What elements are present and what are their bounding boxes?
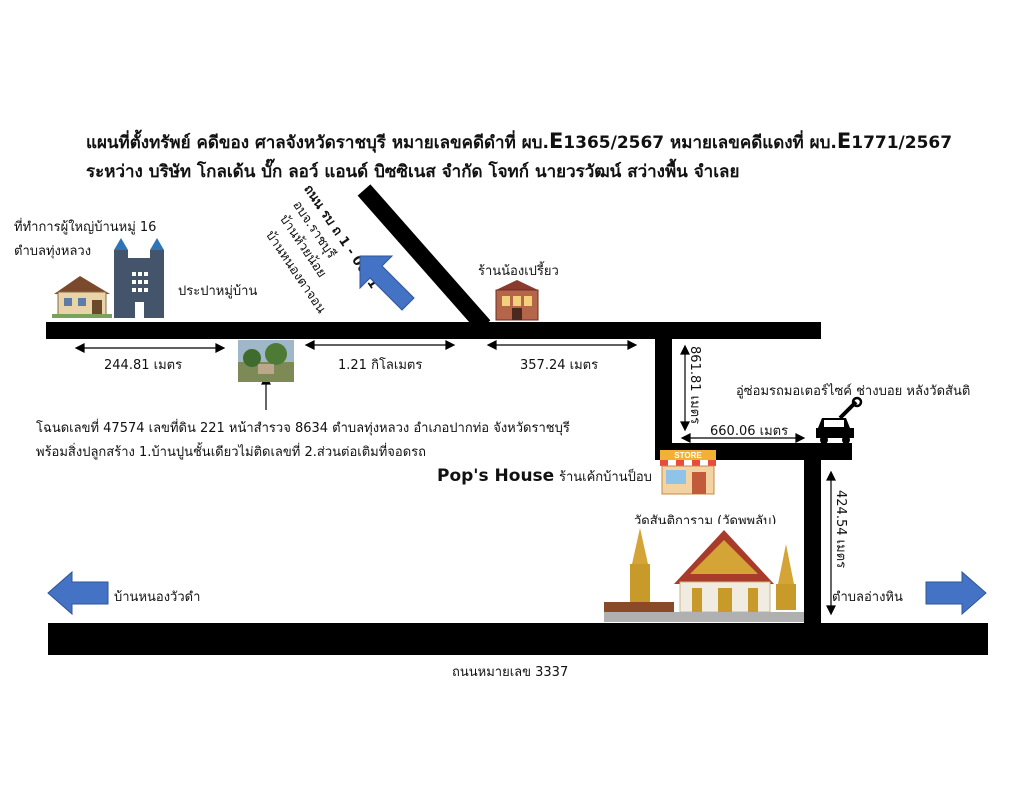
property-deed-line1: โฉนดเลขที่ 47574 เลขที่ดิน 221 หน้าสำรวจ… — [36, 421, 570, 436]
road-3337 — [48, 623, 988, 655]
car-wrench-icon — [816, 396, 863, 444]
store-sign-text: STORE — [674, 451, 702, 460]
map-title-line2: ระหว่าง บริษัท โกลเด้น บั๊ก ลอว์ แอนด์ บ… — [86, 162, 740, 182]
road-vertical-2 — [804, 443, 821, 628]
left-village-label: บ้านหนองวัวดำ — [114, 590, 201, 605]
road-3337-label: ถนนหมายเลข 3337 — [452, 665, 569, 680]
title-case-prefix-2: E — [836, 129, 852, 153]
road-vertical-1 — [655, 322, 672, 459]
office-building-icon — [114, 238, 164, 318]
pops-house-name: Pop's House — [437, 466, 555, 486]
store-icon: STORE — [660, 450, 716, 495]
pops-house-label: Pop's House ร้านเค้กบ้านป็อบ — [437, 466, 652, 487]
house-icon — [52, 276, 112, 318]
distance-label-2: 1.21 กิโลเมตร — [338, 358, 423, 373]
main-road-top — [46, 322, 821, 339]
shop-building-icon — [495, 280, 539, 321]
distance-label-6: 424.54 เมตร — [833, 490, 848, 569]
distance-label-5: 660.06 เมตร — [710, 424, 789, 439]
temple-icon — [604, 524, 804, 622]
headman-office-label-2: ตำบลทุ่งหลวง — [14, 244, 92, 259]
title-text-c: 1771/2567 — [851, 133, 953, 153]
distance-label-1: 244.81 เมตร — [104, 358, 183, 373]
motor-repair-label: อู่ซ่อมรถมอเตอร์ไซค์ ช่างบอย หลังวัดสันต… — [736, 384, 971, 399]
right-arrow-icon — [925, 570, 987, 616]
distance-label-3: 357.24 เมตร — [520, 358, 599, 373]
right-subdistrict-label: ตำบลอ่างหิน — [832, 590, 903, 605]
headman-office-label-1: ที่ทำการผู้ใหญ่บ้านหมู่ 16 — [14, 220, 157, 235]
direction-arrow-northwest-icon — [359, 255, 415, 311]
property-photo — [238, 340, 294, 382]
title-text-a: แผนที่ตั้งทรัพย์ คดีของ ศาลจังหวัดราชบุร… — [86, 133, 549, 153]
map-title-line1: แผนที่ตั้งทรัพย์ คดีของ ศาลจังหวัดราชบุร… — [86, 126, 952, 158]
distance-label-4: 861.81 เมตร — [687, 346, 702, 425]
title-text-b: 1365/2567 หมายเลขคดีแดงที่ ผบ. — [563, 133, 837, 153]
shop-preaw-label: ร้านน้องเปรี้ยว — [478, 264, 559, 279]
pops-house-desc: ร้านเค้กบ้านป็อบ — [559, 470, 652, 485]
property-deed-line2: พร้อมสิ่งปลูกสร้าง 1.บ้านปูนชั้นเดียวไม่… — [36, 445, 426, 460]
village-water-label: ประปาหมู่บ้าน — [178, 284, 258, 299]
left-arrow-icon — [47, 570, 109, 616]
title-case-prefix-1: E — [548, 129, 564, 153]
